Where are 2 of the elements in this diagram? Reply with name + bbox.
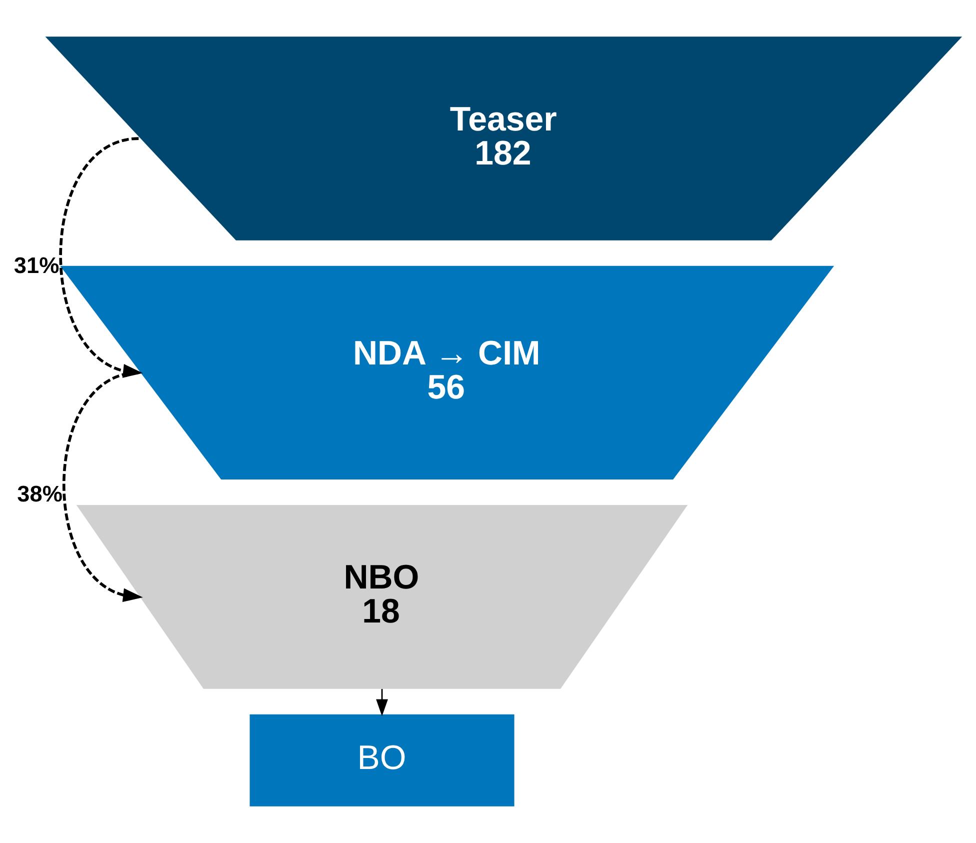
edge-label: 31%	[14, 252, 60, 278]
edge-label: 38%	[17, 482, 62, 507]
